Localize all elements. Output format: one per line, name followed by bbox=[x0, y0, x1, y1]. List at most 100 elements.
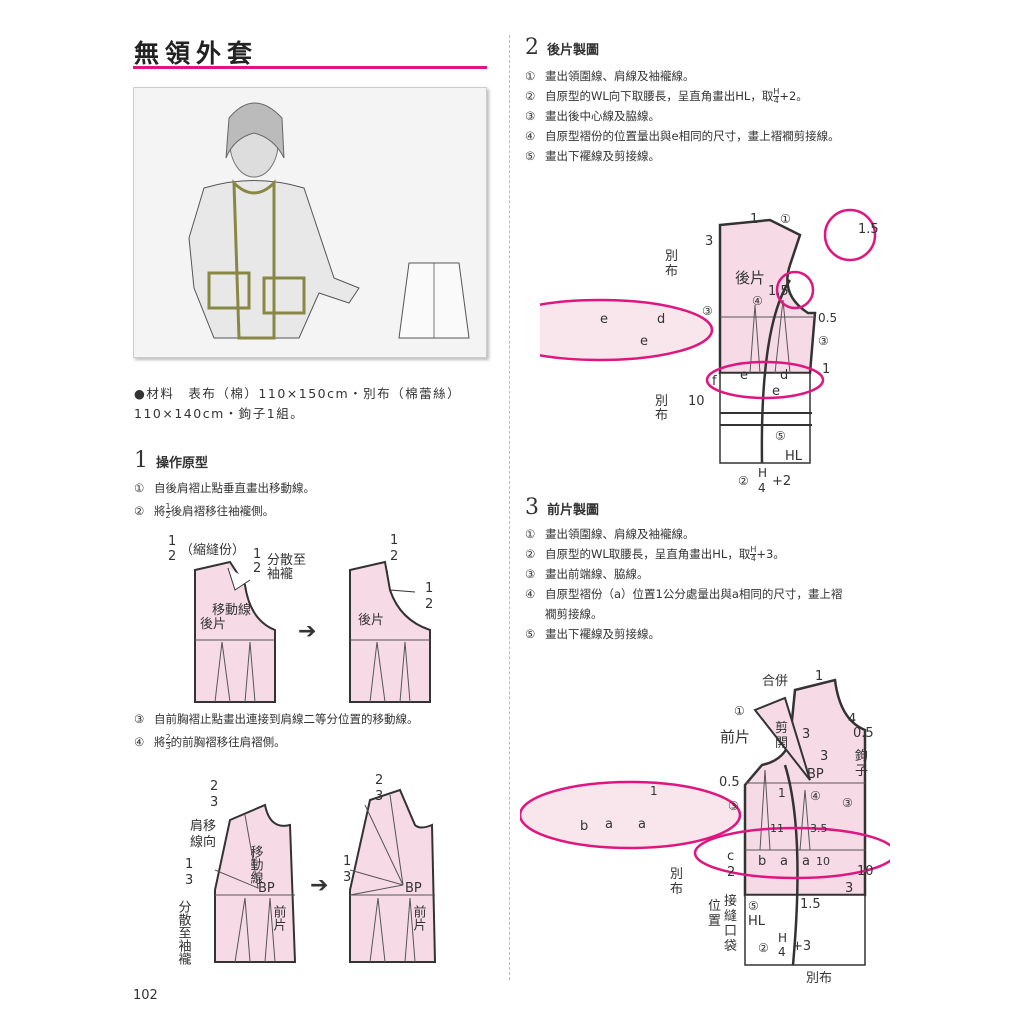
svg-text:③: ③ bbox=[702, 304, 713, 318]
svg-text:3: 3 bbox=[845, 881, 853, 896]
svg-text:3: 3 bbox=[802, 727, 810, 742]
svg-text:2: 2 bbox=[168, 549, 176, 564]
svg-text:肩移: 肩移 bbox=[190, 818, 216, 834]
svg-text:2: 2 bbox=[425, 597, 433, 612]
svg-text:後片: 後片 bbox=[735, 269, 765, 287]
svg-text:BP: BP bbox=[405, 881, 422, 896]
svg-text:e: e bbox=[772, 384, 780, 399]
svg-text:布: 布 bbox=[670, 882, 683, 897]
svg-text:H: H bbox=[778, 931, 787, 945]
svg-text:口: 口 bbox=[724, 924, 737, 939]
svg-text:後片: 後片 bbox=[200, 617, 226, 632]
svg-text:+3: +3 bbox=[792, 939, 811, 954]
svg-text:e: e bbox=[640, 334, 648, 349]
svg-text:11: 11 bbox=[770, 822, 784, 835]
svg-text:接: 接 bbox=[724, 893, 737, 909]
svg-text:a: a bbox=[605, 817, 613, 832]
svg-text:布: 布 bbox=[665, 264, 678, 279]
back-pattern-diagram: 1.5 1.5 後片 1 ① 3 別 布 ③ ④ 0.5 ③ 1 e e d f… bbox=[540, 208, 879, 495]
arrow-right-icon: ➔ bbox=[298, 619, 316, 644]
svg-text:d: d bbox=[657, 312, 665, 327]
svg-text:10: 10 bbox=[857, 864, 874, 879]
svg-text:0.5: 0.5 bbox=[719, 775, 740, 790]
svg-text:③: ③ bbox=[842, 796, 853, 810]
svg-text:1: 1 bbox=[815, 669, 823, 684]
svg-text:3: 3 bbox=[210, 795, 218, 810]
svg-text:1: 1 bbox=[168, 534, 176, 549]
svg-text:2: 2 bbox=[253, 561, 261, 576]
svg-text:3: 3 bbox=[705, 234, 713, 249]
svg-text:①: ① bbox=[780, 212, 791, 226]
front-pattern-diagram: 合併 1 ① 前片 剪 開 3 3 BP 4 0.5 鉤 子 0.5 ③ ③ ④… bbox=[520, 669, 890, 986]
svg-text:別布: 別布 bbox=[806, 971, 832, 986]
svg-text:④: ④ bbox=[752, 294, 763, 308]
svg-text:BP: BP bbox=[258, 881, 275, 896]
svg-text:鉤: 鉤 bbox=[855, 749, 868, 764]
step-1-heading: 1 操作原型 bbox=[134, 448, 208, 473]
svg-text:別: 別 bbox=[655, 394, 668, 409]
svg-text:1.5: 1.5 bbox=[858, 222, 879, 237]
svg-text:a: a bbox=[780, 854, 788, 869]
svg-text:e: e bbox=[740, 368, 748, 383]
svg-text:位: 位 bbox=[708, 899, 721, 914]
svg-text:⑤: ⑤ bbox=[775, 429, 786, 443]
svg-text:3: 3 bbox=[343, 870, 351, 885]
svg-text:10: 10 bbox=[688, 394, 705, 409]
page-number: 102 bbox=[133, 988, 158, 1003]
svg-text:1.5: 1.5 bbox=[800, 897, 821, 912]
svg-text:b: b bbox=[580, 819, 588, 834]
svg-text:4: 4 bbox=[758, 481, 766, 495]
svg-text:⑤: ⑤ bbox=[748, 899, 759, 913]
svg-text:子: 子 bbox=[855, 764, 868, 779]
svg-text:1: 1 bbox=[253, 547, 261, 562]
svg-text:移動線: 移動線 bbox=[212, 602, 251, 618]
svg-text:③: ③ bbox=[818, 334, 829, 348]
materials-line-1: ●材料 表布（棉）110×150cm・別布（棉蕾絲） bbox=[134, 386, 462, 401]
svg-text:f: f bbox=[712, 374, 717, 389]
svg-text:②: ② bbox=[738, 474, 749, 488]
svg-text:置: 置 bbox=[708, 914, 721, 929]
materials-text: ●材料 表布（棉）110×150cm・別布（棉蕾絲） 110×140cm・鉤子1… bbox=[134, 384, 494, 424]
column-divider bbox=[509, 35, 510, 980]
svg-text:袋: 袋 bbox=[724, 939, 737, 954]
svg-text:合併: 合併 bbox=[762, 674, 788, 689]
svg-text:0.5: 0.5 bbox=[818, 311, 837, 325]
svg-text:移動線: 移動線 bbox=[248, 845, 264, 884]
step-number: 1 bbox=[134, 448, 148, 473]
materials-line-2: 110×140cm・鉤子1組。 bbox=[134, 406, 305, 421]
svg-text:4: 4 bbox=[848, 712, 856, 727]
svg-text:HL: HL bbox=[785, 449, 803, 464]
svg-text:布: 布 bbox=[655, 408, 668, 423]
svg-text:2: 2 bbox=[727, 865, 735, 880]
svg-text:1: 1 bbox=[390, 533, 398, 548]
svg-text:④: ④ bbox=[810, 789, 821, 803]
svg-text:1: 1 bbox=[778, 786, 786, 800]
arrow-right-icon: ➔ bbox=[310, 873, 328, 898]
step-3-item-4-cont: 襉剪接線。 bbox=[545, 607, 603, 621]
title-underline bbox=[133, 66, 487, 69]
svg-text:1: 1 bbox=[750, 212, 758, 227]
svg-text:HL: HL bbox=[748, 914, 766, 929]
svg-text:1: 1 bbox=[425, 581, 433, 596]
svg-text:H: H bbox=[758, 466, 767, 480]
jacket-illustration bbox=[133, 87, 487, 358]
svg-text:袖襱: 袖襱 bbox=[267, 566, 293, 582]
svg-text:2: 2 bbox=[375, 773, 383, 788]
svg-text:d: d bbox=[780, 368, 788, 383]
svg-text:3.5: 3.5 bbox=[810, 822, 828, 835]
svg-text:+2: +2 bbox=[772, 474, 791, 489]
